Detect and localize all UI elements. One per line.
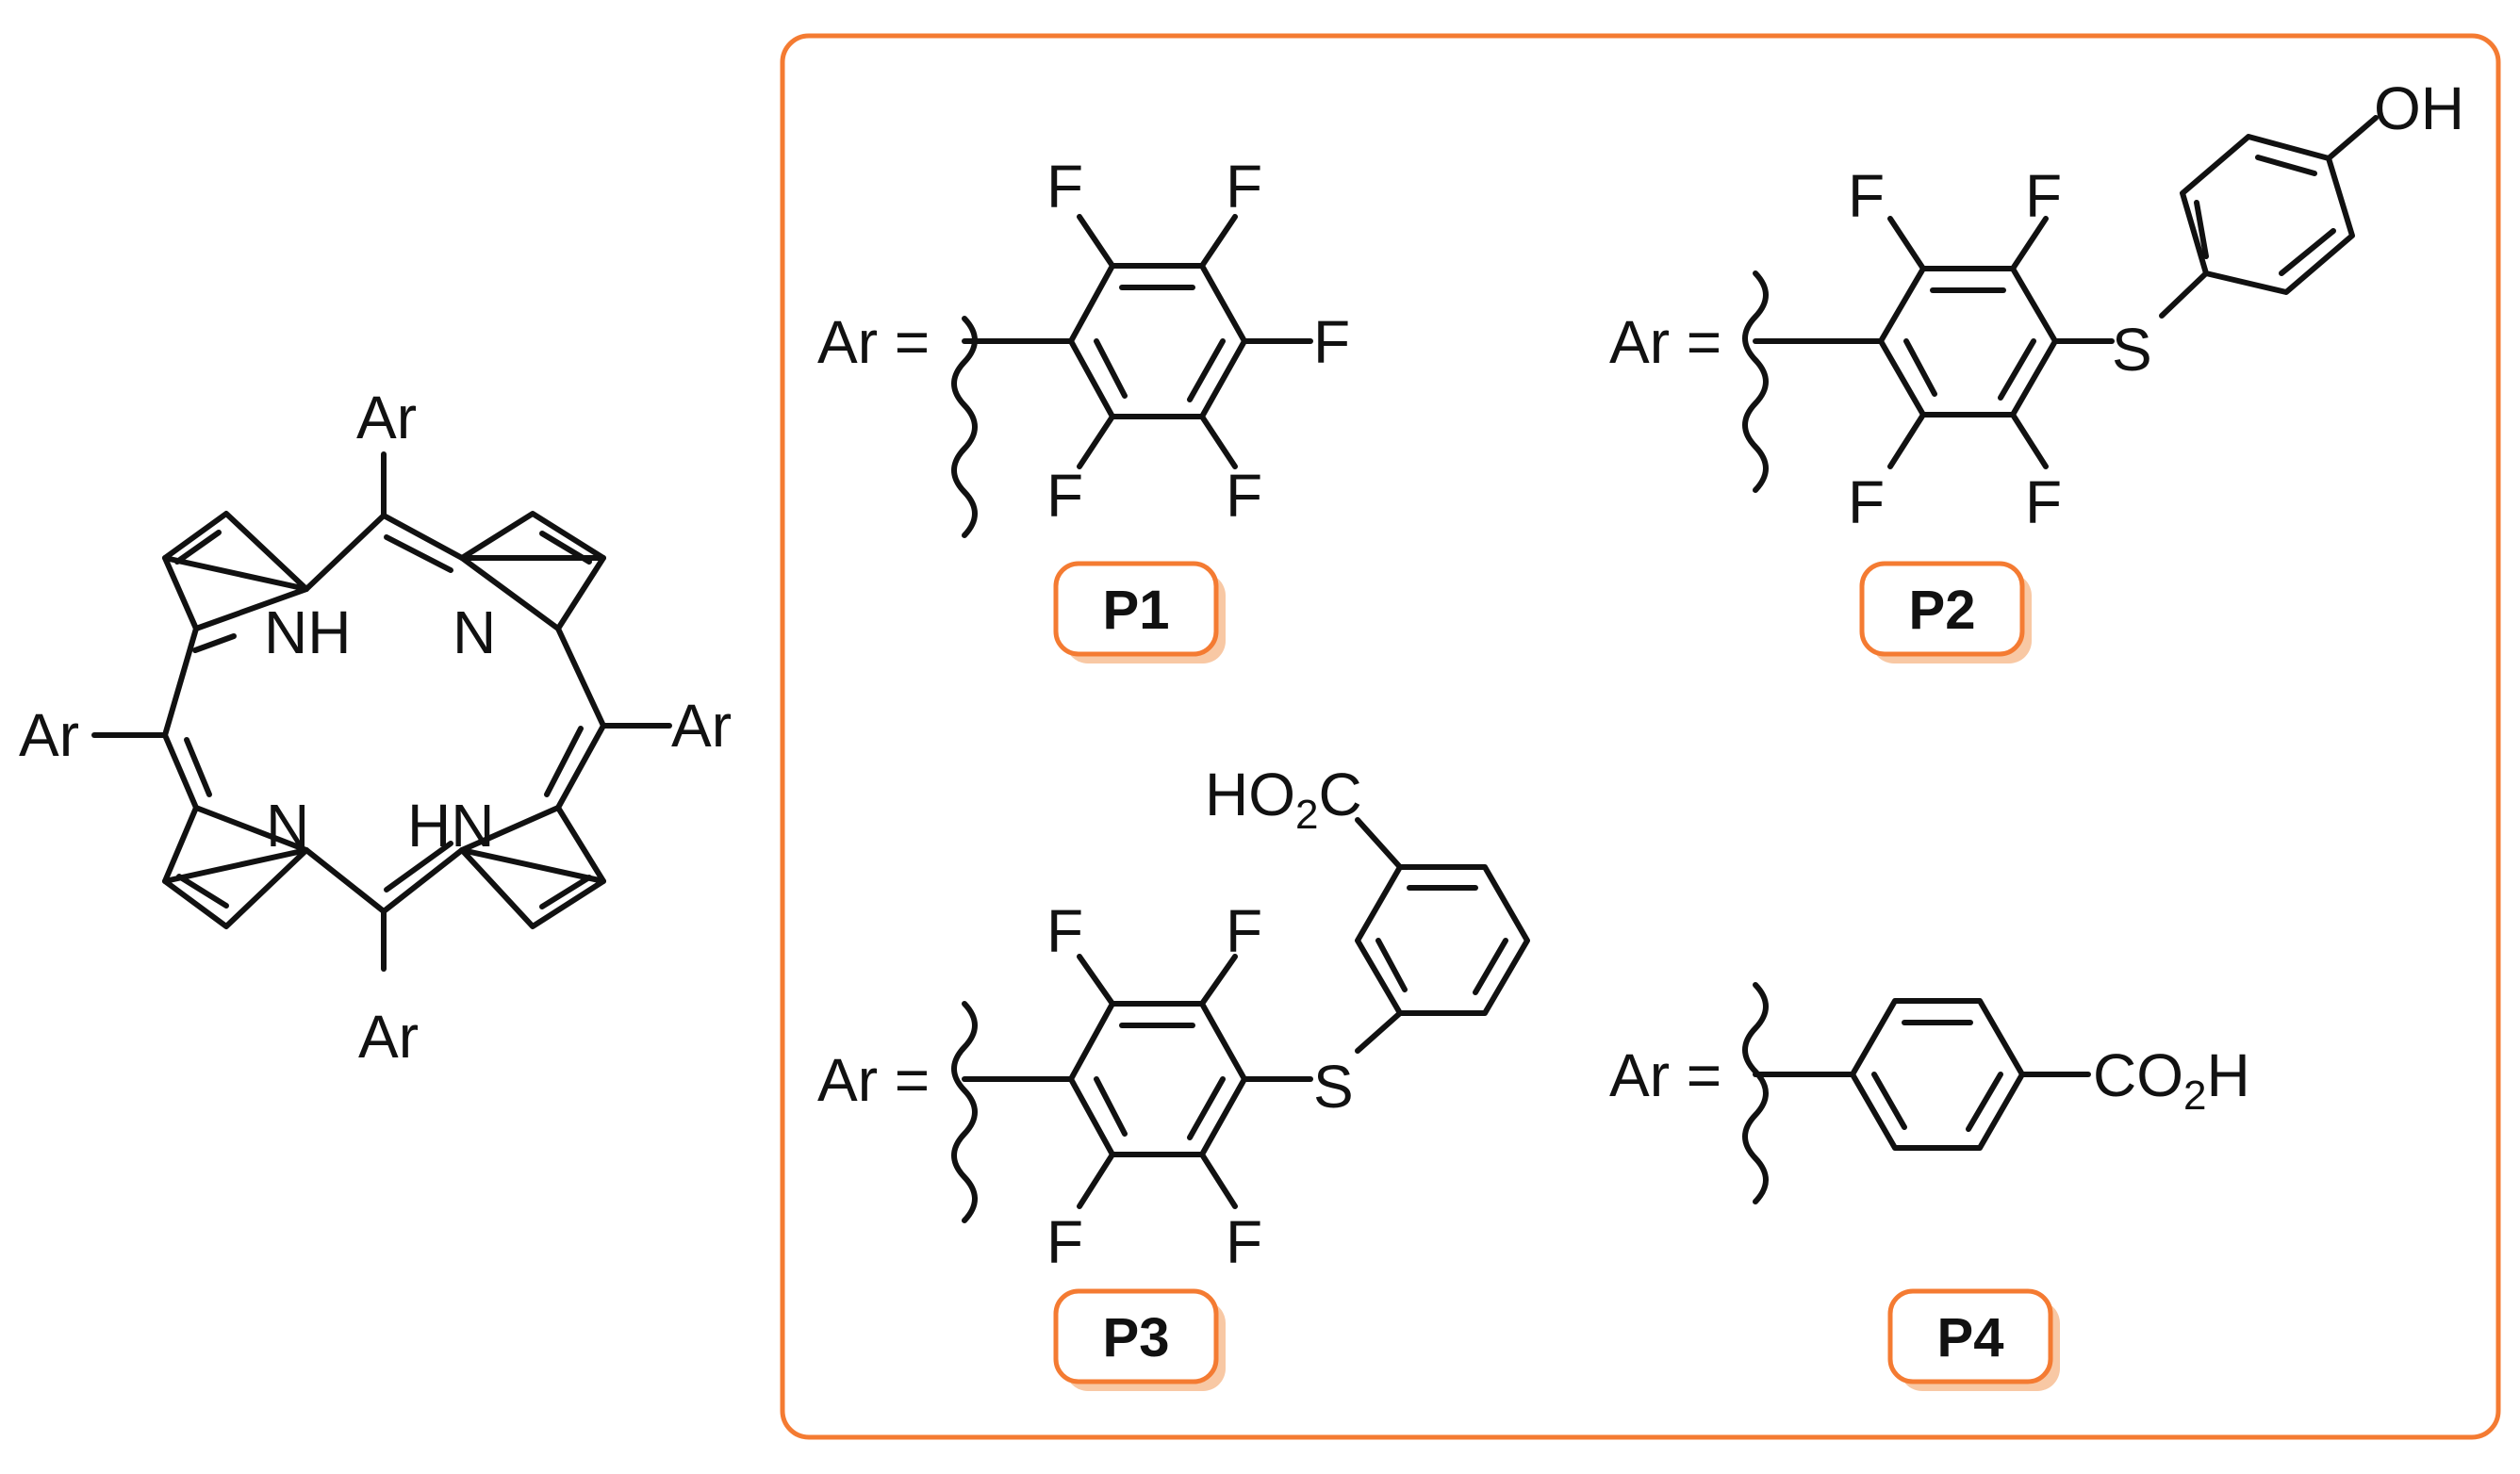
p3-f-bottom-right: F [1226, 1208, 1262, 1276]
p4-ar-prefix: Ar = [1609, 1041, 1721, 1109]
ar-label-bottom: Ar [358, 1003, 419, 1071]
compound-p4-structure: Ar = CO2H [1609, 982, 2250, 1204]
p1-label: P1 [1103, 580, 1170, 641]
ar-label-right: Ar [671, 692, 732, 760]
p1-f-right: F [1313, 308, 1350, 376]
p1-ar-prefix: Ar = [817, 308, 930, 376]
compound-p1-badge: P1 [1053, 561, 1226, 663]
p3-label: P3 [1103, 1307, 1170, 1368]
p1-f-top-left: F [1046, 153, 1083, 221]
compound-p4-badge: P4 [1887, 1288, 2060, 1391]
p3-f-top-right: F [1226, 897, 1262, 965]
substituent-panel [780, 33, 2501, 1440]
p2-f-top-left: F [1848, 162, 1885, 230]
p2-ar-prefix: Ar = [1609, 308, 1721, 376]
p2-sulfur: S [2112, 316, 2152, 384]
p3-sulfur: S [1313, 1053, 1354, 1121]
compound-p2-badge: P2 [1859, 561, 2032, 663]
hn-label: HN [407, 792, 494, 860]
nh-label: NH [264, 598, 351, 666]
ar-label-top: Ar [356, 384, 417, 451]
p2-hydroxyl: OH [2374, 74, 2464, 142]
p2-f-top-right: F [2025, 162, 2062, 230]
p4-label: P4 [1937, 1307, 2004, 1368]
compound-p3-structure: Ar = F F F F S HO2C [817, 761, 1530, 1276]
p3-carboxyl: HO2C [1205, 761, 1362, 838]
n-label-top-right: N [453, 598, 496, 666]
p1-f-top-right: F [1226, 153, 1262, 221]
p1-f-bottom-right: F [1226, 462, 1262, 530]
p3-f-bottom-left: F [1046, 1208, 1083, 1276]
porphyrin-structure [91, 451, 672, 972]
p2-f-bottom-left: F [1848, 468, 1885, 536]
p3-ar-prefix: Ar = [817, 1046, 930, 1114]
p1-f-bottom-left: F [1046, 462, 1083, 530]
p2-label: P2 [1909, 580, 1976, 641]
compound-p3-badge: P3 [1053, 1288, 1226, 1391]
p3-f-top-left: F [1046, 897, 1083, 965]
compound-p1-structure: Ar = F F F F F [817, 153, 1350, 538]
ar-label-left: Ar [19, 701, 79, 769]
p4-carboxyl: CO2H [2093, 1041, 2250, 1119]
n-label-bottom-left: N [266, 792, 309, 860]
p2-f-bottom-right: F [2025, 468, 2062, 536]
compound-p2-structure: Ar = F F F F S OH [1609, 74, 2464, 536]
